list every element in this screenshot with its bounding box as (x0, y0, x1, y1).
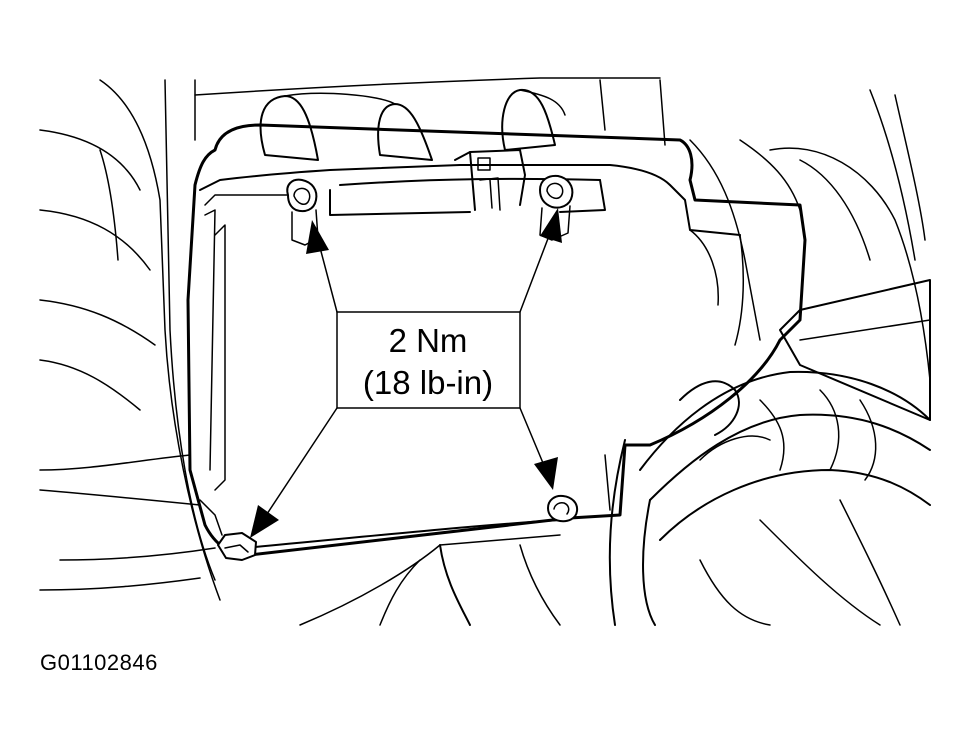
torque-label-box (336, 311, 521, 409)
torque-lbin-label: (18 lb-in) (363, 364, 493, 401)
upper-left-bolt (286, 178, 319, 246)
arrowhead-upper-left (306, 220, 329, 254)
upper-right-bolt (539, 174, 574, 241)
lower-left-bolt (217, 532, 257, 561)
lower-right-bolt (547, 494, 579, 523)
arrowhead-lower-left (250, 505, 279, 538)
arrowhead-lower-right (534, 457, 558, 490)
background-structure (39, 77, 931, 626)
arrowhead-upper-right (540, 208, 562, 243)
leader-upper-left (317, 239, 338, 313)
torque-callout: 2 Nm (18 lb-in) (250, 208, 562, 538)
figure-code: G01102846 (40, 650, 158, 675)
leader-lower-left (262, 407, 338, 521)
electronic-module (186, 88, 807, 557)
leader-upper-right (519, 227, 553, 313)
torque-nm-label: 2 Nm (389, 322, 468, 359)
